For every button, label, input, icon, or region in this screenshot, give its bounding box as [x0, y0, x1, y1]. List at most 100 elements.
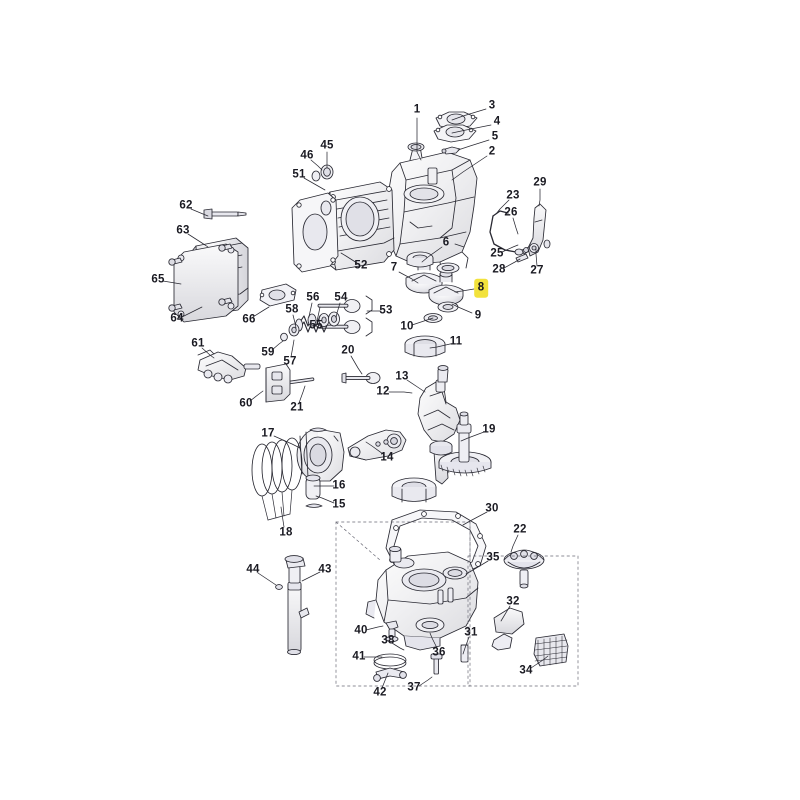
part-rings-45-46: [311, 164, 334, 182]
callout-label-12: 12: [376, 385, 390, 398]
part-bolt-37: [430, 653, 443, 675]
leader-line-7: [398, 271, 419, 284]
callout-label-40: 40: [354, 624, 368, 637]
leader-line-56: [308, 302, 313, 318]
part-circlip-15-upper: [309, 427, 327, 432]
leader-line-20: [350, 355, 363, 375]
leader-line-57: [290, 339, 295, 358]
callout-leader-lines: [162, 108, 549, 689]
part-baffle-32: [491, 607, 525, 651]
callout-label-46: 46: [300, 149, 314, 162]
leader-line-13: [406, 379, 426, 393]
callout-label-19: 19: [482, 423, 496, 436]
callout-label-56: 56: [306, 291, 320, 304]
callout-label-26: 26: [504, 206, 518, 219]
part-tappet-guide-60: [265, 363, 291, 403]
callout-label-16: 16: [332, 479, 346, 492]
leader-line-54: [335, 302, 341, 319]
leader-line-36: [429, 632, 438, 649]
leader-line-31: [462, 636, 470, 655]
callout-label-51: 51: [292, 168, 306, 181]
callout-label-28: 28: [492, 263, 506, 276]
callout-label-57: 57: [283, 355, 297, 368]
callout-label-2: 2: [488, 145, 496, 158]
part-bolt-62: [203, 208, 247, 220]
leader-line-18: [280, 506, 285, 528]
part-oring-44: [275, 584, 283, 590]
leader-line-21: [298, 385, 306, 404]
part-piston-17: [296, 428, 345, 482]
callout-label-59: 59: [261, 346, 275, 359]
callout-label-43: 43: [318, 563, 332, 576]
callout-label-44: 44: [246, 563, 260, 576]
callout-label-27: 27: [530, 264, 544, 277]
part-washer-57: [288, 323, 300, 337]
part-retainers-55-56-54: [307, 311, 340, 327]
callout-label-8: 8: [476, 281, 486, 295]
part-plug-38-40: [385, 620, 399, 643]
callout-label-65: 65: [151, 273, 165, 286]
callout-label-30: 30: [485, 502, 499, 515]
leader-line-10: [411, 317, 434, 326]
leader-line-25: [501, 244, 519, 253]
part-gasket-4: [433, 124, 477, 143]
leader-line-64: [181, 306, 203, 318]
callout-label-60: 60: [239, 397, 253, 410]
callout-label-6: 6: [442, 236, 450, 249]
leader-line-63: [187, 233, 209, 248]
callout-label-64: 64: [170, 312, 184, 325]
leader-line-15: [315, 495, 335, 504]
leader-line-55: [316, 306, 321, 322]
callout-label-7: 7: [390, 261, 398, 274]
callout-label-25: 25: [490, 247, 504, 260]
leader-line-6: [421, 246, 443, 263]
part-gasket-66: [259, 283, 297, 307]
callout-label-55: 55: [309, 319, 323, 332]
callout-label-41: 41: [352, 650, 366, 663]
part-small-clip-5: [441, 146, 461, 155]
leader-line-26: [512, 217, 519, 235]
callout-label-18: 18: [279, 526, 293, 539]
part-clamp-42: [373, 667, 407, 682]
callout-label-63: 63: [176, 224, 190, 237]
part-rocker-61: [197, 349, 261, 384]
callout-label-29: 29: [533, 176, 547, 189]
callout-label-3: 3: [488, 99, 496, 112]
part-washer-9: [437, 301, 459, 313]
callout-label-5: 5: [491, 130, 499, 143]
callout-label-45: 45: [320, 139, 334, 152]
callout-label-62: 62: [179, 199, 193, 212]
leader-line-58: [292, 314, 297, 329]
leader-line-34: [530, 655, 549, 669]
callout-label-32: 32: [506, 595, 520, 608]
part-bolts-65: [168, 243, 233, 312]
part-pushrod-20: [341, 372, 381, 384]
callout-label-37: 37: [407, 681, 421, 694]
part-governor-spool-22: [503, 549, 545, 589]
leader-line-3: [451, 108, 487, 121]
leader-line-65: [162, 280, 182, 285]
part-gasket-3: [435, 111, 478, 130]
callout-label-58: 58: [285, 303, 299, 316]
leader-line-66: [252, 306, 270, 318]
leader-line-9: [451, 303, 473, 314]
leader-line-19: [460, 431, 485, 442]
part-camshaft-19: [438, 411, 492, 477]
part-screen-34: [533, 633, 569, 667]
leader-line-23: [495, 199, 510, 215]
callout-label-52: 52: [354, 259, 368, 272]
callout-label-23: 23: [506, 189, 520, 202]
leader-line-42: [381, 672, 389, 689]
leader-line-38: [391, 642, 405, 651]
part-piston-rings-18: [251, 437, 303, 521]
leader-line-37: [418, 676, 433, 687]
leader-line-59: [271, 340, 284, 351]
part-conrod-14: [347, 429, 407, 461]
leader-line-30: [462, 511, 488, 526]
leader-line-17: [273, 435, 301, 449]
leader-line-44: [257, 572, 277, 586]
part-cover-plate-64: [173, 243, 239, 323]
leader-line-28: [503, 258, 521, 269]
leader-line-46: [310, 159, 323, 171]
